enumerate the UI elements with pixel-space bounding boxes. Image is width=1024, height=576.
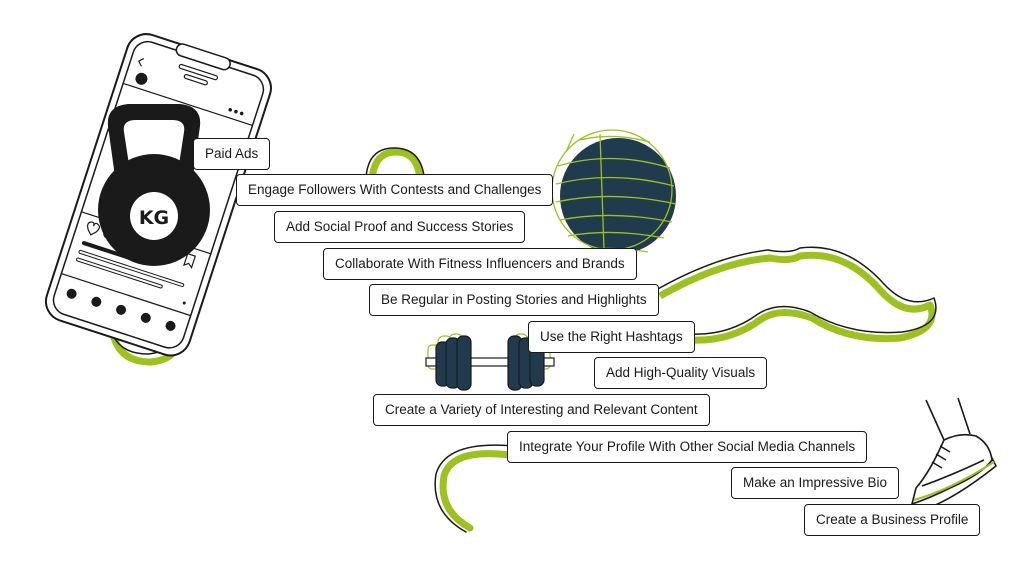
tip-high-quality-visuals: Add High-Quality Visuals: [594, 357, 768, 389]
mustache-icon: [655, 246, 937, 344]
kettlebell-logo: KG: [139, 207, 169, 229]
dumbbell-icon: [425, 333, 555, 391]
sneaker-icon: [911, 397, 997, 513]
tip-collaborate-influencers: Collaborate With Fitness Influencers and…: [323, 248, 637, 280]
tip-engage-followers: Engage Followers With Contests and Chall…: [236, 174, 554, 206]
tip-variety-content: Create a Variety of Interesting and Rele…: [373, 394, 710, 426]
tip-hashtags: Use the Right Hashtags: [528, 321, 695, 353]
kettlebell-icon: KG: [98, 104, 210, 266]
tip-paid-ads: Paid Ads: [193, 138, 271, 170]
tip-business-profile: Create a Business Profile: [804, 504, 981, 536]
tip-impressive-bio: Make an Impressive Bio: [731, 467, 900, 499]
tip-social-proof: Add Social Proof and Success Stories: [274, 211, 526, 243]
ball-icon: [551, 129, 677, 254]
tip-integrate-channels: Integrate Your Profile With Other Social…: [507, 431, 868, 463]
tip-stories-highlights: Be Regular in Posting Stories and Highli…: [369, 284, 659, 316]
